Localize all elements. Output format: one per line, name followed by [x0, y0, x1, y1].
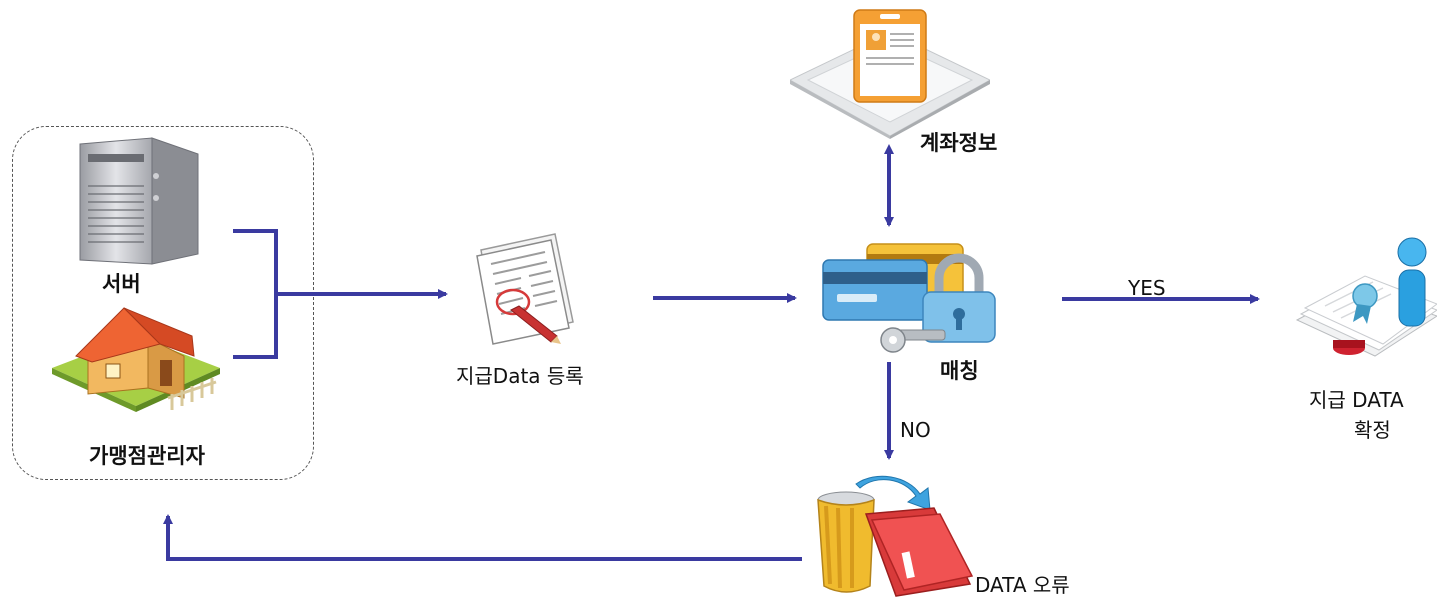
- yes-label: YES: [1128, 276, 1166, 300]
- cards-lock-icon: [822, 243, 996, 353]
- account-label: 계좌정보: [920, 131, 998, 155]
- house-icon: [52, 307, 220, 412]
- id-card-icon: [790, 9, 990, 139]
- merchant-label: 가맹점관리자: [89, 444, 205, 468]
- stamp-document-icon: [1295, 237, 1437, 357]
- server-label: 서버: [102, 272, 141, 296]
- confirm-label-line2: 확정: [1354, 418, 1391, 442]
- merge-bracket: [233, 229, 278, 359]
- error-label: DATA 오류: [975, 573, 1070, 597]
- register-label: 지급Data 등록: [456, 364, 584, 388]
- trash-folder-icon: [817, 475, 974, 597]
- no-label: NO: [900, 418, 931, 442]
- arrow-error-to-source: [163, 514, 802, 561]
- server-icon: [79, 137, 199, 265]
- source-group-box: [12, 126, 314, 480]
- matching-label: 매칭: [940, 359, 979, 383]
- document-pen-icon: [476, 233, 574, 345]
- confirm-label-line1: 지급 DATA: [1309, 388, 1404, 412]
